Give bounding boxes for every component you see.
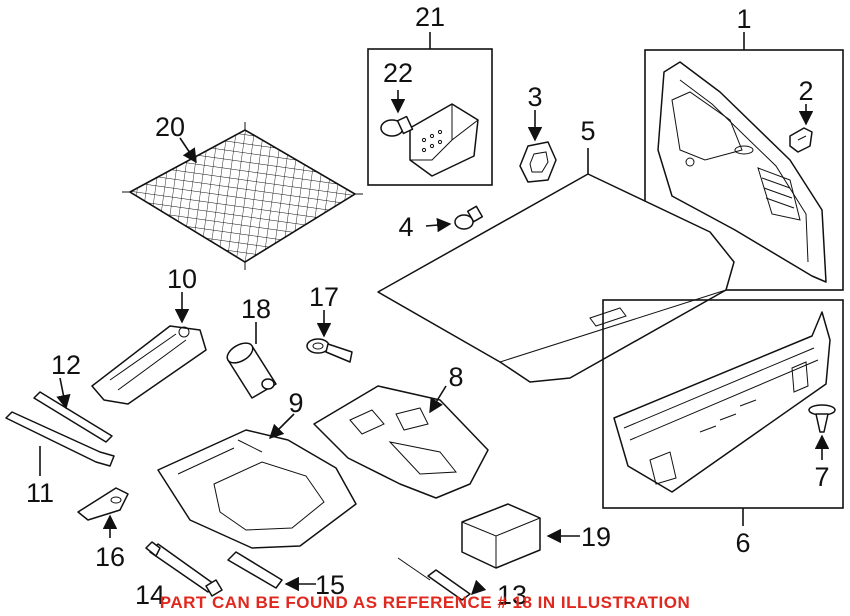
part-19-kit-box [461, 503, 541, 569]
label-6: 6 [735, 528, 750, 558]
part-6-box [602, 299, 844, 509]
part-1-side-trim-panel [644, 49, 844, 291]
label-13: 13 [497, 580, 527, 610]
part-5-load-floor [377, 173, 735, 383]
part-18-canister [226, 342, 277, 399]
label-7: 7 [814, 462, 829, 492]
label-4: 4 [398, 212, 413, 242]
part-13-screwdriver [397, 557, 471, 601]
part-8-foam-insert [313, 385, 489, 499]
part-9-foam-tray [157, 429, 357, 549]
label-18: 18 [241, 294, 271, 324]
label-11: 11 [26, 478, 54, 508]
label-20: 20 [155, 112, 185, 142]
part-2-clip [789, 127, 813, 153]
part-14-wrench [145, 541, 223, 597]
part-22-bulb [380, 115, 414, 137]
part-7-push-clip [808, 404, 836, 433]
part-10-jack [91, 325, 207, 405]
label-22: 22 [383, 58, 413, 88]
label-1: 1 [736, 4, 751, 34]
label-8: 8 [448, 362, 463, 392]
label-14: 14 [135, 580, 165, 610]
label-10: 10 [167, 264, 197, 294]
label-3: 3 [527, 82, 542, 112]
part-11-wheel-brace [5, 411, 115, 467]
part-15-bit [227, 551, 283, 589]
label-19: 19 [581, 522, 611, 552]
part-4-bolt [454, 205, 484, 230]
part-17-tow-eye [306, 338, 353, 363]
label-9: 9 [288, 388, 303, 418]
label-12: 12 [51, 350, 81, 380]
part-12-rod [33, 391, 113, 443]
part-3-tie-down-loop [519, 141, 557, 183]
part-20-cargo-net [122, 122, 363, 270]
label-16: 16 [95, 542, 125, 572]
part-16-hook [77, 487, 129, 521]
label-15: 15 [315, 570, 345, 600]
part-6-sill-trim [613, 311, 831, 493]
label-5: 5 [580, 116, 595, 146]
label-17: 17 [309, 282, 339, 312]
part-reference-note: PART CAN BE FOUND AS REFERENCE # 18 IN I… [160, 593, 691, 612]
part-21-lamp-housing [409, 103, 479, 177]
label-21: 21 [415, 2, 445, 32]
label-2: 2 [798, 76, 813, 106]
